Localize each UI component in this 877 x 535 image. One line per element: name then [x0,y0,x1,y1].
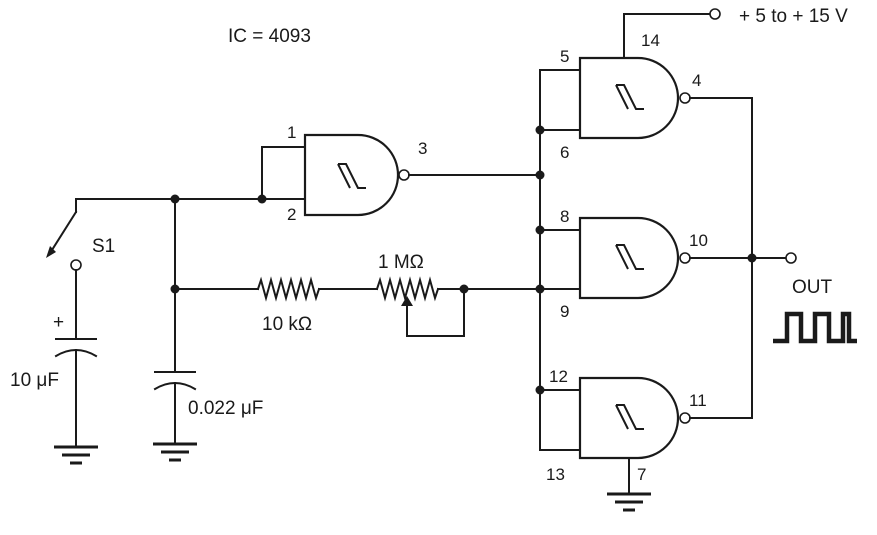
pin-label: 8 [560,207,569,226]
output-label: OUT [792,277,833,298]
junction-dot [459,284,469,294]
output-terminal [785,252,797,264]
pin-label: 4 [692,71,701,90]
pin-label: 3 [418,139,427,158]
capacitor-0022uf [153,371,197,444]
cap-polarity-label: + [53,312,64,333]
pin-label: 5 [560,47,569,66]
square-wave-icon [773,311,857,344]
pin-label: 2 [287,205,296,224]
switch-label: S1 [92,236,115,257]
junction-dot [535,284,545,294]
ground-icon [605,492,653,512]
pin-label: 10 [689,231,708,250]
nand-gate-2 [539,56,691,140]
pin-label: 11 [689,391,707,410]
supply-voltage-label: + 5 to + 15 V [739,6,848,27]
pin-label: 9 [560,302,569,321]
pin-label: 14 [641,31,660,50]
junction-dot [747,253,757,263]
nand-gate-4 [539,376,691,460]
nand-gate-3 [539,216,691,300]
junction-dot [535,170,545,180]
nand-gate-1 [261,133,410,217]
capacitor-10uf [54,338,98,447]
ic-label: IC = 4093 [228,26,311,47]
pin-label: 6 [560,143,569,162]
ground-icon [52,445,100,465]
potentiometer-1m [375,276,440,302]
cap-0022uf-label: 0.022 μF [188,398,263,419]
supply-wire [623,13,711,59]
pin-label: 7 [637,465,646,484]
pin-label: 1 [287,123,296,142]
resistor-10k [256,276,321,302]
pin-label: 13 [546,465,565,484]
potentiometer-wiper [401,288,465,337]
resistor-10k-label: 10 kΩ [262,314,312,335]
potentiometer-1m-label: 1 MΩ [378,252,424,273]
switch-s1 [46,198,82,339]
pin-label: 12 [549,367,568,386]
supply-terminal [709,8,721,20]
ground-icon [151,442,199,462]
cap-10uf-label: 10 μF [10,370,59,391]
